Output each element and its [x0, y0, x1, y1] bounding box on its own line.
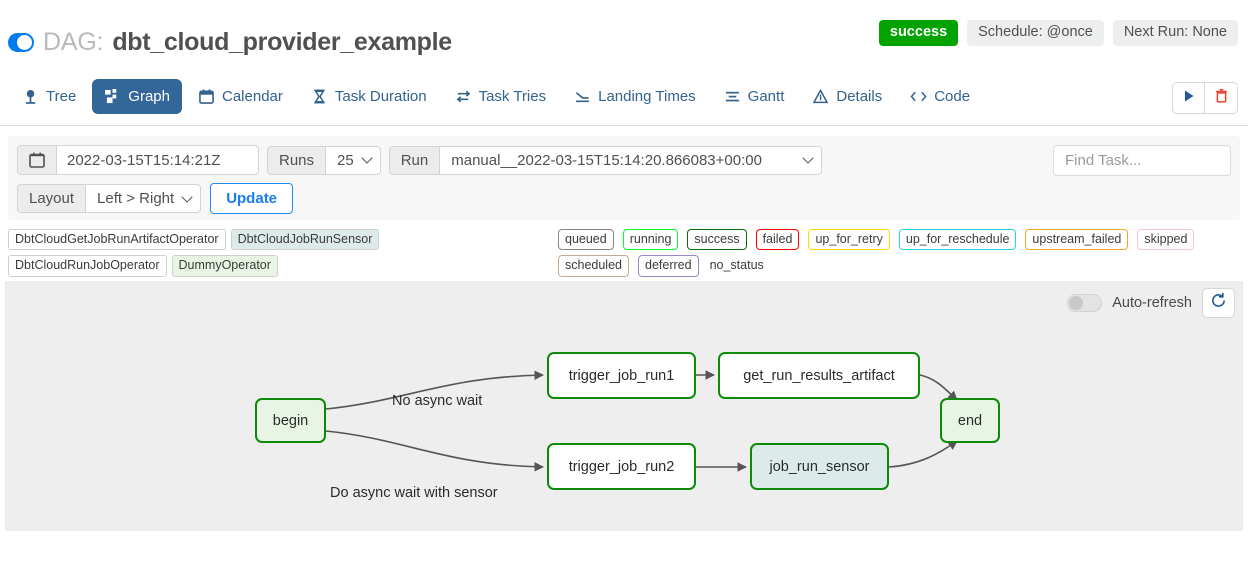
operator-legend-chip[interactable]: DummyOperator — [171, 255, 278, 277]
find-task-input[interactable]: Find Task... — [1053, 145, 1231, 176]
execution-date-input[interactable]: 2022-03-15T15:14:21Z — [56, 145, 259, 175]
tab-landing-times[interactable]: Landing Times — [562, 79, 708, 114]
status-legend-no-status: no_status — [709, 258, 764, 273]
status-legend-chip[interactable]: success — [687, 229, 747, 251]
graph-edge-label: No async wait — [392, 393, 483, 409]
num-runs-group: Runs 25 — [267, 145, 381, 175]
operator-legend-chip[interactable]: DbtCloudJobRunSensor — [230, 229, 380, 251]
dag-tabbar: Tree Graph Calendar Task Duration Task T — [0, 72, 1248, 126]
tab-label: Task Tries — [478, 88, 547, 105]
refresh-button[interactable] — [1202, 288, 1235, 318]
graph-node-get_run_results_artifact[interactable]: get_run_results_artifact — [718, 352, 920, 399]
delete-dag-button[interactable] — [1205, 82, 1238, 114]
layout-label: Layout — [17, 184, 86, 213]
auto-refresh-label: Auto-refresh — [1112, 295, 1192, 311]
operator-legend-chip[interactable]: DbtCloudGetJobRunArtifactOperator — [8, 229, 226, 251]
status-legend-chip[interactable]: upstream_failed — [1025, 229, 1129, 251]
dag-name-label: dbt_cloud_provider_example — [112, 28, 452, 56]
trigger-dag-button[interactable] — [1172, 82, 1205, 114]
graph-edges — [325, 370, 958, 472]
status-legend-chip[interactable]: up_for_reschedule — [898, 229, 1017, 251]
operator-legend-chip[interactable]: DbtCloudRunJobOperator — [8, 255, 167, 277]
graph-node-job_run_sensor[interactable]: job_run_sensor — [750, 443, 889, 490]
calendar-icon[interactable] — [17, 145, 56, 175]
execution-date-group: 2022-03-15T15:14:21Z — [17, 145, 259, 175]
tab-label: Graph — [128, 88, 170, 105]
dag-tabs: Tree Graph Calendar Task Duration Task T — [10, 79, 982, 114]
tab-graph[interactable]: Graph — [92, 79, 182, 114]
calendar-icon — [198, 88, 215, 105]
tab-label: Code — [934, 88, 971, 105]
run-group: Run manual__2022-03-15T15:14:20.866083+0… — [388, 145, 823, 175]
dag-header-badges: success Schedule: @once Next Run: None — [878, 20, 1238, 46]
layout-group: Layout Left > Right — [17, 184, 202, 213]
code-icon — [910, 88, 927, 105]
graph-toolbar: Auto-refresh — [1067, 288, 1235, 318]
graph-node-begin[interactable]: begin — [255, 398, 326, 443]
tab-details[interactable]: Details — [800, 79, 894, 114]
gantt-icon — [724, 88, 741, 105]
graph-edge-label: Do async wait with sensor — [330, 485, 498, 501]
hourglass-icon — [311, 88, 328, 105]
tab-label: Landing Times — [598, 88, 696, 105]
play-icon — [1182, 89, 1196, 108]
retry-icon — [455, 88, 472, 105]
graph-icon — [104, 88, 121, 105]
tab-label: Task Duration — [334, 88, 427, 105]
tab-label: Gantt — [747, 88, 785, 105]
status-legend-chip[interactable]: failed — [755, 229, 800, 251]
runs-label: Runs — [267, 145, 326, 175]
tab-code[interactable]: Code — [898, 79, 982, 114]
dag-prefix-label: DAG: — [43, 28, 104, 56]
tab-gantt[interactable]: Gantt — [712, 79, 797, 114]
tab-calendar[interactable]: Calendar — [186, 79, 295, 114]
triangle-info-icon — [812, 88, 829, 105]
filter-row-1: 2022-03-15T15:14:21Z Runs 25 Run manual_… — [17, 145, 1231, 175]
num-runs-select[interactable]: 25 — [325, 145, 381, 175]
dag-title: DAG: dbt_cloud_provider_example — [8, 28, 452, 57]
trash-icon — [1214, 88, 1229, 108]
tree-icon — [22, 88, 39, 105]
tab-label: Calendar — [222, 88, 283, 105]
dag-graph-canvas[interactable]: Auto-refresh begin trigger_job_run1 get_ru… — [5, 281, 1243, 531]
landing-icon — [574, 88, 591, 105]
status-legend-chip[interactable]: running — [622, 229, 679, 251]
tab-task-tries[interactable]: Task Tries — [443, 79, 559, 114]
run-label: Run — [388, 145, 440, 175]
dag-pause-toggle[interactable] — [8, 33, 34, 52]
status-legend-chip[interactable]: scheduled — [558, 255, 629, 277]
graph-node-trigger_job_run2[interactable]: trigger_job_run2 — [547, 443, 696, 490]
run-select[interactable]: manual__2022-03-15T15:14:20.866083+00:00 — [439, 145, 823, 175]
status-legend-chip[interactable]: skipped — [1137, 229, 1195, 251]
status-legend-chip[interactable]: deferred — [638, 255, 699, 277]
auto-refresh-toggle[interactable] — [1067, 294, 1103, 312]
dag-status-badge: success — [878, 20, 959, 46]
dag-next-run-badge: Next Run: None — [1112, 20, 1238, 46]
graph-node-end[interactable]: end — [940, 398, 1000, 443]
status-legend-chip[interactable]: queued — [558, 229, 614, 251]
dag-schedule-badge: Schedule: @once — [967, 20, 1104, 46]
status-legend: queued running success failed up_for_retry up… — [558, 229, 1240, 277]
tab-tree[interactable]: Tree — [10, 79, 88, 114]
layout-select[interactable]: Left > Right — [85, 184, 202, 213]
status-legend-chip[interactable]: up_for_retry — [808, 229, 890, 251]
tab-task-duration[interactable]: Task Duration — [299, 79, 439, 114]
dag-action-buttons — [1172, 82, 1238, 114]
update-button[interactable]: Update — [210, 183, 294, 214]
filter-row-2: Layout Left > Right Update — [17, 183, 1231, 214]
graph-node-trigger_job_run1[interactable]: trigger_job_run1 — [547, 352, 696, 399]
dag-filter-bar: 2022-03-15T15:14:21Z Runs 25 Run manual_… — [8, 136, 1240, 220]
tab-label: Details — [836, 88, 883, 105]
refresh-icon — [1210, 292, 1227, 314]
tab-label: Tree — [46, 88, 77, 105]
dag-header: DAG: dbt_cloud_provider_example success … — [0, 0, 1248, 72]
